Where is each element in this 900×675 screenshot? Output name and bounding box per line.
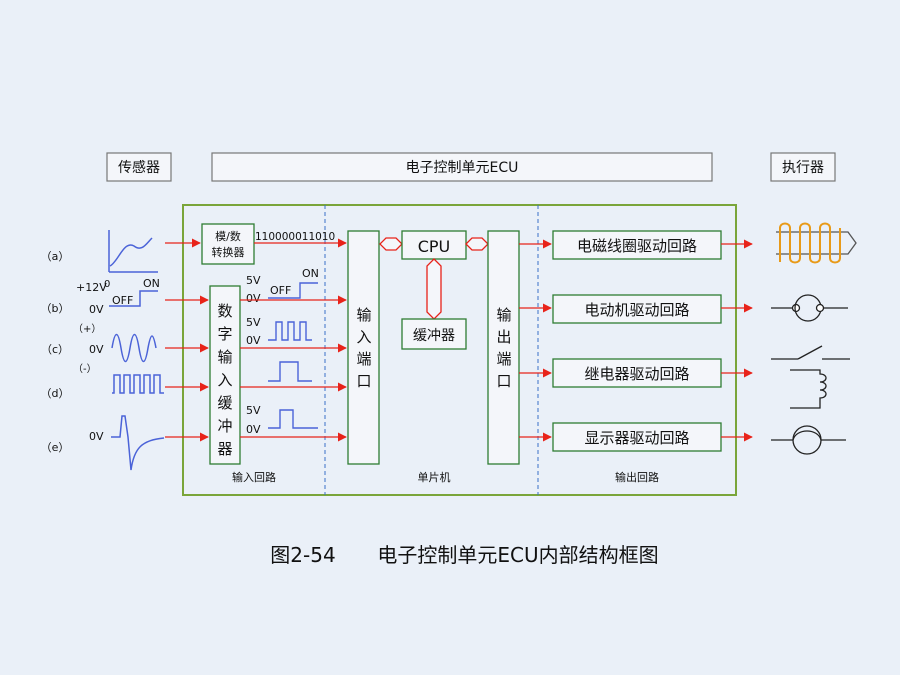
ecu-frame xyxy=(182,204,737,496)
buffer-0v-2: 0V xyxy=(246,334,261,347)
signal-label-d: （d） xyxy=(41,387,70,400)
waveform-a xyxy=(108,230,158,273)
header-ecu: 电子控制单元ECU xyxy=(211,152,713,182)
signal-c-minus: （-） xyxy=(73,363,97,375)
signal-label-b: （b） xyxy=(41,302,70,315)
cache-label: 缓冲器 xyxy=(413,328,455,344)
section-label-output: 输出回路 xyxy=(615,470,659,484)
header-sensors: 传感器 xyxy=(106,152,172,182)
header-ecu-label: 电子控制单元ECU xyxy=(406,160,519,176)
signal-b-zero: 0 xyxy=(104,279,110,290)
output-port-char: 端 xyxy=(496,350,511,368)
adc-box: 模/数 转换器 xyxy=(201,223,255,265)
waveform-c xyxy=(111,333,157,363)
driver-motor: 电动机驱动回路 xyxy=(552,294,722,324)
cache-box: 缓冲器 xyxy=(401,318,467,350)
buffer-0v-1: 0V xyxy=(246,292,261,305)
output-port-char: 口 xyxy=(496,372,511,390)
buffer-5v-1: 5V xyxy=(246,274,261,287)
header-actuators: 执行器 xyxy=(770,152,836,182)
digital-input-buffer: 数 字 输 入 缓 冲 器 xyxy=(209,285,241,465)
signal-b-0v: 0V xyxy=(89,303,104,316)
buffer-on: ON xyxy=(302,267,319,280)
solenoid-coil-icon xyxy=(776,222,857,264)
driver-relay-label: 继电器驱动回路 xyxy=(584,365,689,383)
input-port-char: 端 xyxy=(356,350,371,368)
input-port-char: 口 xyxy=(356,372,371,390)
header-sensors-label: 传感器 xyxy=(118,159,160,176)
signal-label-c: （c） xyxy=(41,343,69,356)
section-label-mcu: 单片机 xyxy=(418,470,451,484)
input-port-char: 输 xyxy=(356,306,371,324)
waveform-b xyxy=(109,290,158,307)
input-port-char: 入 xyxy=(356,328,371,346)
adc-label-2: 转换器 xyxy=(212,245,245,259)
signal-b-12v: +12V xyxy=(76,281,107,294)
buffer-char: 入 xyxy=(217,371,232,389)
buffered-wave-c xyxy=(268,321,312,341)
signal-c-0v: 0V xyxy=(89,343,104,356)
buffer-0v-3: 0V xyxy=(246,423,261,436)
buffer-off: OFF xyxy=(270,284,291,297)
driver-solenoid-label: 电磁线圈驱动回路 xyxy=(577,237,697,255)
output-port-char: 输 xyxy=(496,306,511,324)
figure-number: 图2-54 xyxy=(270,543,335,567)
input-port: 输 入 端 口 xyxy=(347,230,380,465)
figure-title: 电子控制单元ECU内部结构框图 xyxy=(377,543,658,567)
signal-b-off: OFF xyxy=(112,294,133,307)
buffer-char: 器 xyxy=(217,440,232,458)
cpu-label: CPU xyxy=(418,237,451,256)
driver-relay: 继电器驱动回路 xyxy=(552,358,722,388)
bus-cpu-output xyxy=(465,237,489,251)
driver-display: 显示器驱动回路 xyxy=(552,422,722,452)
buffered-wave-e xyxy=(268,409,318,429)
signal-c-plus: （+） xyxy=(73,323,101,335)
buffer-5v-3: 5V xyxy=(246,404,261,417)
adc-label-1: 模/数 xyxy=(215,230,241,243)
output-port-char: 出 xyxy=(496,328,511,346)
buffer-char: 冲 xyxy=(217,417,232,435)
output-port: 输 出 端 口 xyxy=(487,230,520,465)
driver-motor-label: 电动机驱动回路 xyxy=(584,301,689,319)
driver-display-label: 显示器驱动回路 xyxy=(584,429,689,447)
buffer-char: 字 xyxy=(217,325,232,343)
header-actuators-label: 执行器 xyxy=(782,160,824,176)
buffer-char: 缓 xyxy=(217,394,232,412)
cpu-box: CPU xyxy=(401,230,467,260)
buffer-char: 数 xyxy=(217,302,232,320)
adc-binary-output: 110000011010 xyxy=(255,231,335,243)
signal-label-a: （a） xyxy=(41,250,70,263)
waveform-d xyxy=(112,374,164,394)
signal-b-on: ON xyxy=(143,277,160,290)
motor-icon xyxy=(771,294,848,322)
signal-e-0v: 0V xyxy=(89,430,104,443)
bus-input-cpu xyxy=(379,237,403,251)
relay-icon xyxy=(771,345,850,409)
buffer-5v-2: 5V xyxy=(246,316,261,329)
buffered-wave-d xyxy=(268,361,312,382)
signal-label-e: （e） xyxy=(41,441,70,454)
driver-solenoid: 电磁线圈驱动回路 xyxy=(552,230,722,260)
buffered-wave-b xyxy=(268,282,318,299)
waveform-e xyxy=(111,415,165,471)
buffer-char: 输 xyxy=(217,348,232,366)
section-label-input: 输入回路 xyxy=(232,470,276,484)
bus-cpu-cache xyxy=(426,258,442,320)
lamp-icon xyxy=(771,425,846,455)
